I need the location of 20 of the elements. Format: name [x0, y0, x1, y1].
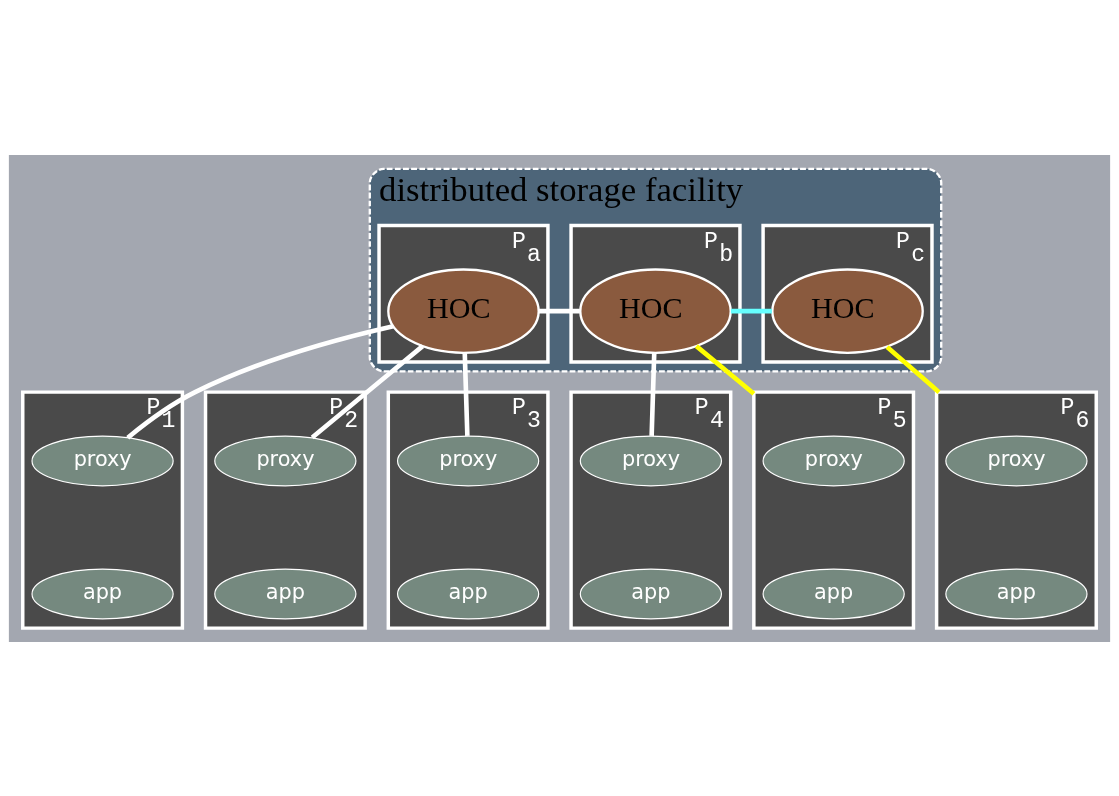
node-ellipse: app	[762, 568, 905, 619]
node-ellipse: app	[31, 568, 174, 619]
node-ellipse: app	[579, 568, 723, 619]
connector	[730, 308, 772, 313]
node-ellipse: proxy	[31, 435, 174, 486]
connector	[310, 343, 425, 439]
node-ellipse: proxy	[579, 435, 723, 486]
node-ellipse: app	[396, 568, 540, 619]
node-ellipse: app	[214, 568, 357, 619]
node-ellipse: proxy	[945, 435, 1088, 486]
node-ellipse: HOC	[387, 267, 540, 354]
node-ellipse: HOC	[579, 267, 732, 354]
node-ellipse: app	[945, 568, 1088, 619]
node-ellipse: proxy	[762, 435, 905, 486]
connector	[694, 343, 756, 395]
node-ellipse: proxy	[396, 435, 540, 486]
node-ellipse: HOC	[771, 267, 924, 354]
connector	[126, 323, 394, 439]
connector	[538, 308, 580, 313]
node-ellipse: proxy	[214, 435, 357, 486]
